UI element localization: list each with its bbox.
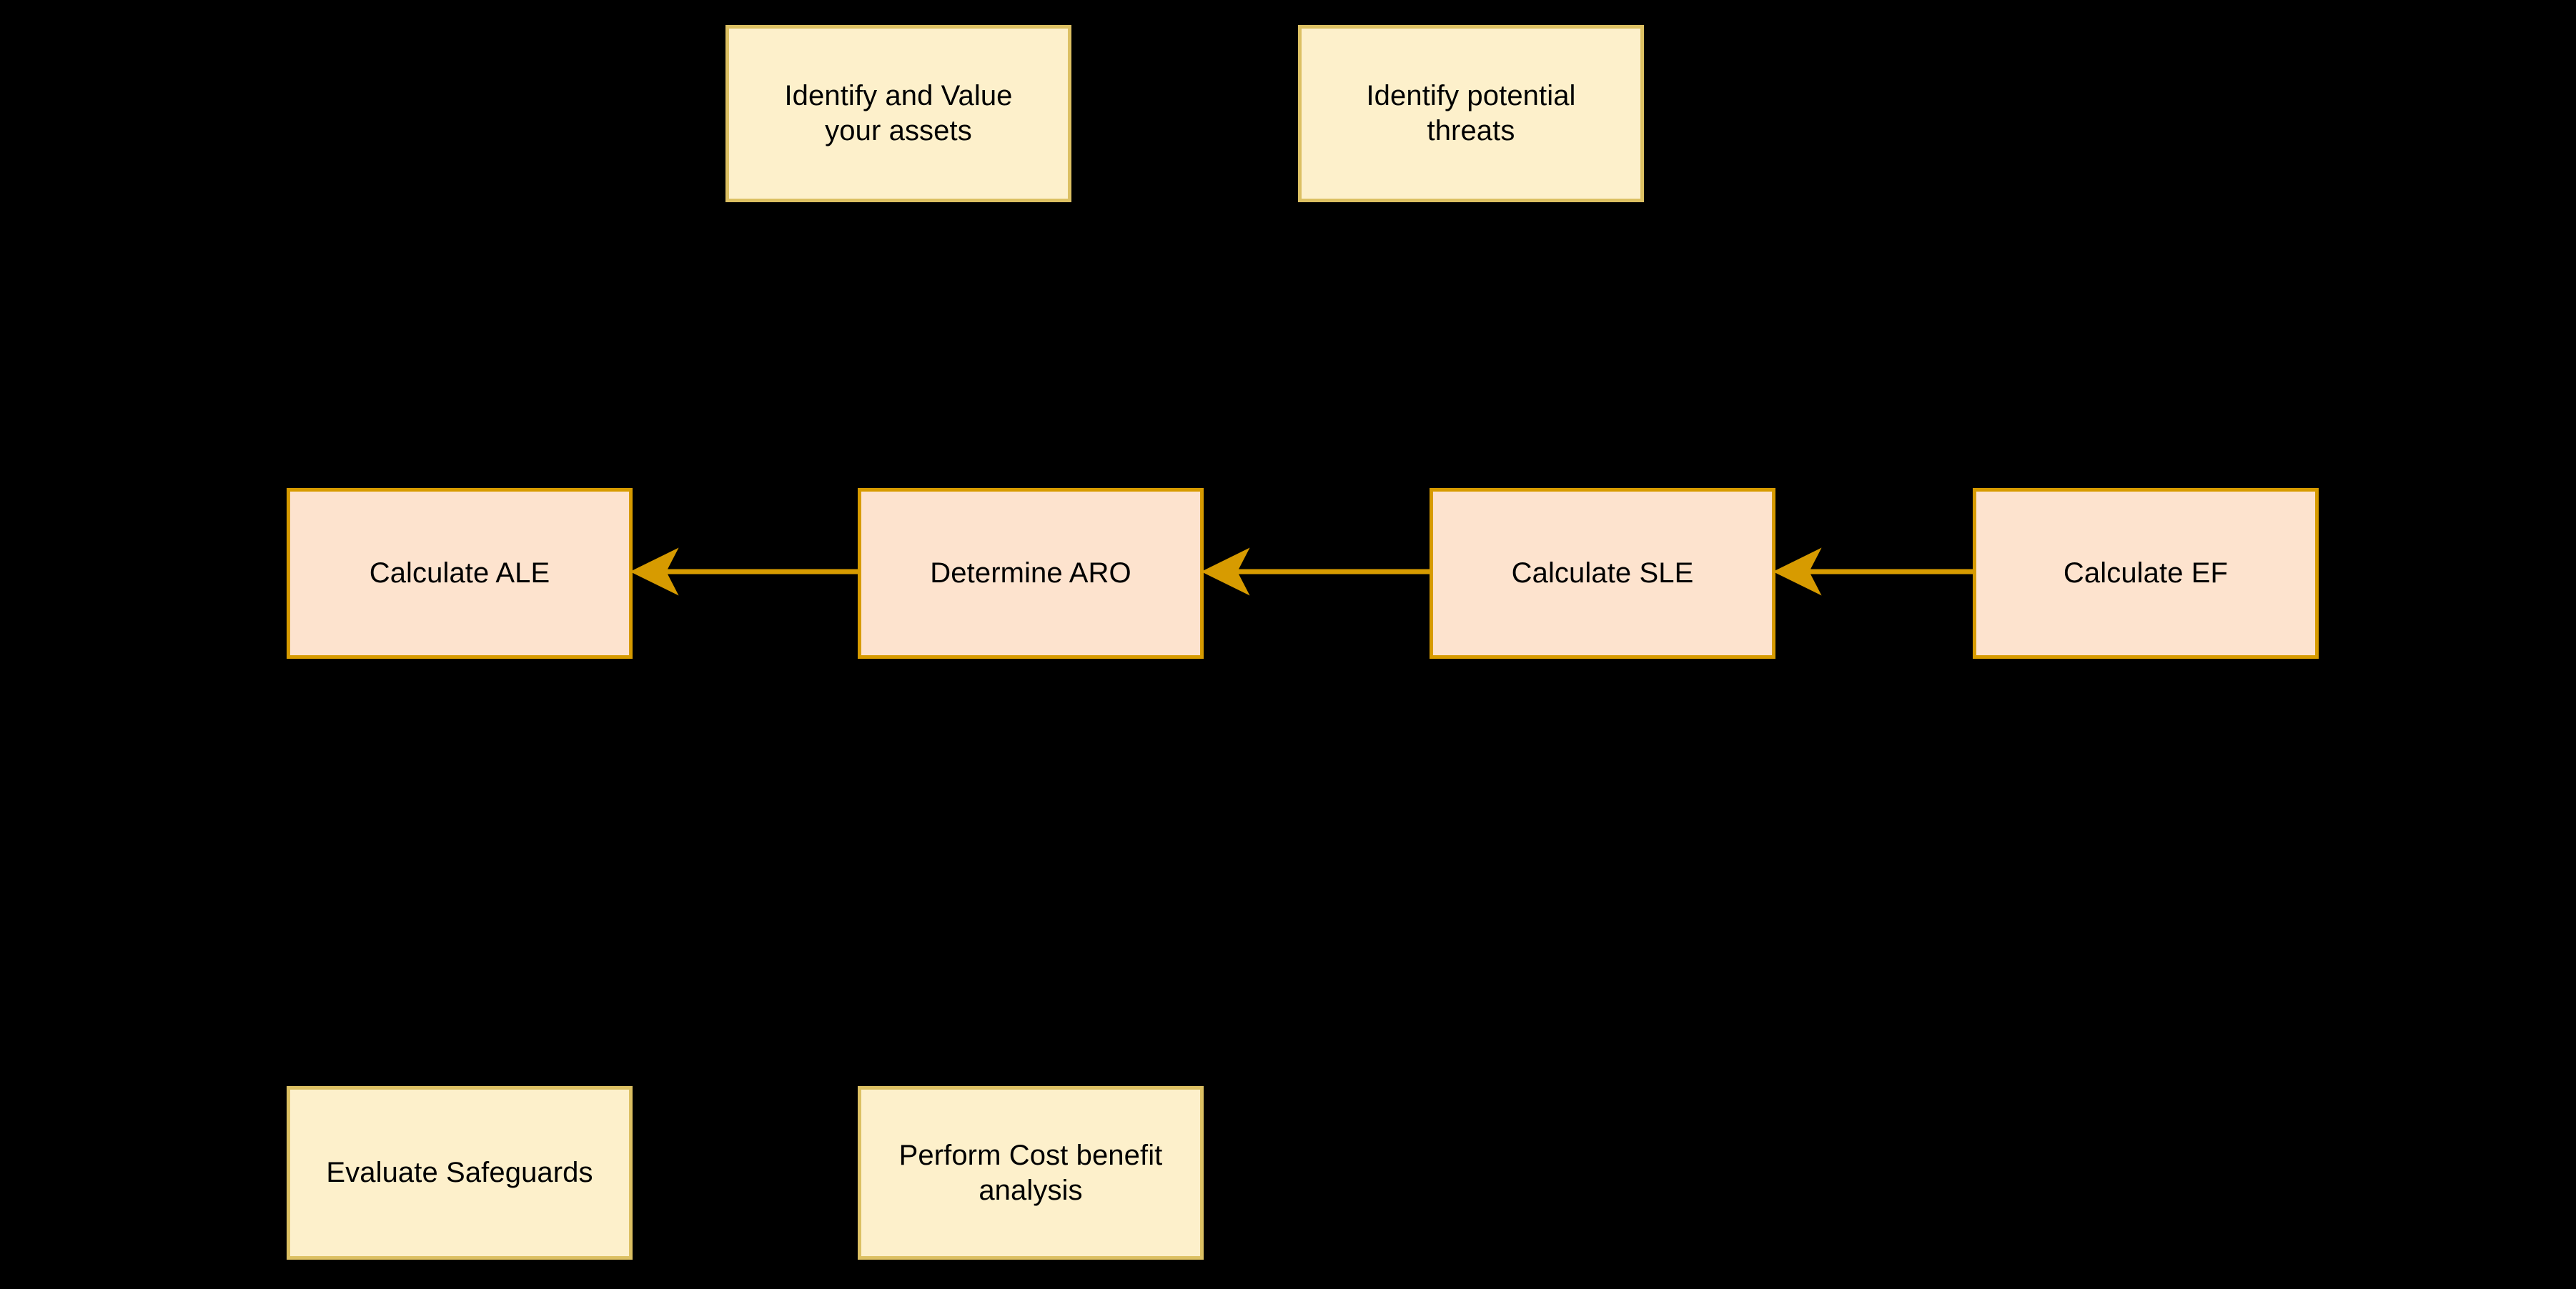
edge-aro-to-ale[interactable] [630,547,858,596]
node-cost-benefit-analysis[interactable]: Perform Cost benefit analysis [858,1086,1204,1260]
edge-sle-to-aro[interactable] [1201,547,1430,596]
node-calculate-ale[interactable]: Calculate ALE [287,488,633,659]
node-label: Identify and Value your assets [784,80,1013,146]
node-evaluate-safeguards[interactable]: Evaluate Safeguards [287,1086,633,1260]
node-calculate-sle[interactable]: Calculate SLE [1430,488,1775,659]
edge-ef-to-sle[interactable] [1773,547,1973,596]
arrowhead-icon [1773,547,1822,596]
node-label: Identify potential threats [1366,80,1576,146]
node-determine-aro[interactable]: Determine ARO [858,488,1204,659]
node-identify-threats[interactable]: Identify potential threats [1298,25,1644,202]
node-label: Calculate EF [2063,557,2229,589]
node-label: Calculate ALE [369,557,550,589]
node-calculate-ef[interactable]: Calculate EF [1973,488,2319,659]
node-label: Evaluate Safeguards [326,1157,593,1189]
node-label: Determine ARO [930,557,1131,589]
node-label: Perform Cost benefit analysis [898,1139,1163,1206]
arrowhead-icon [1201,547,1250,596]
node-label: Calculate SLE [1511,557,1694,589]
node-identify-assets[interactable]: Identify and Value your assets [725,25,1071,202]
arrowhead-icon [630,547,679,596]
